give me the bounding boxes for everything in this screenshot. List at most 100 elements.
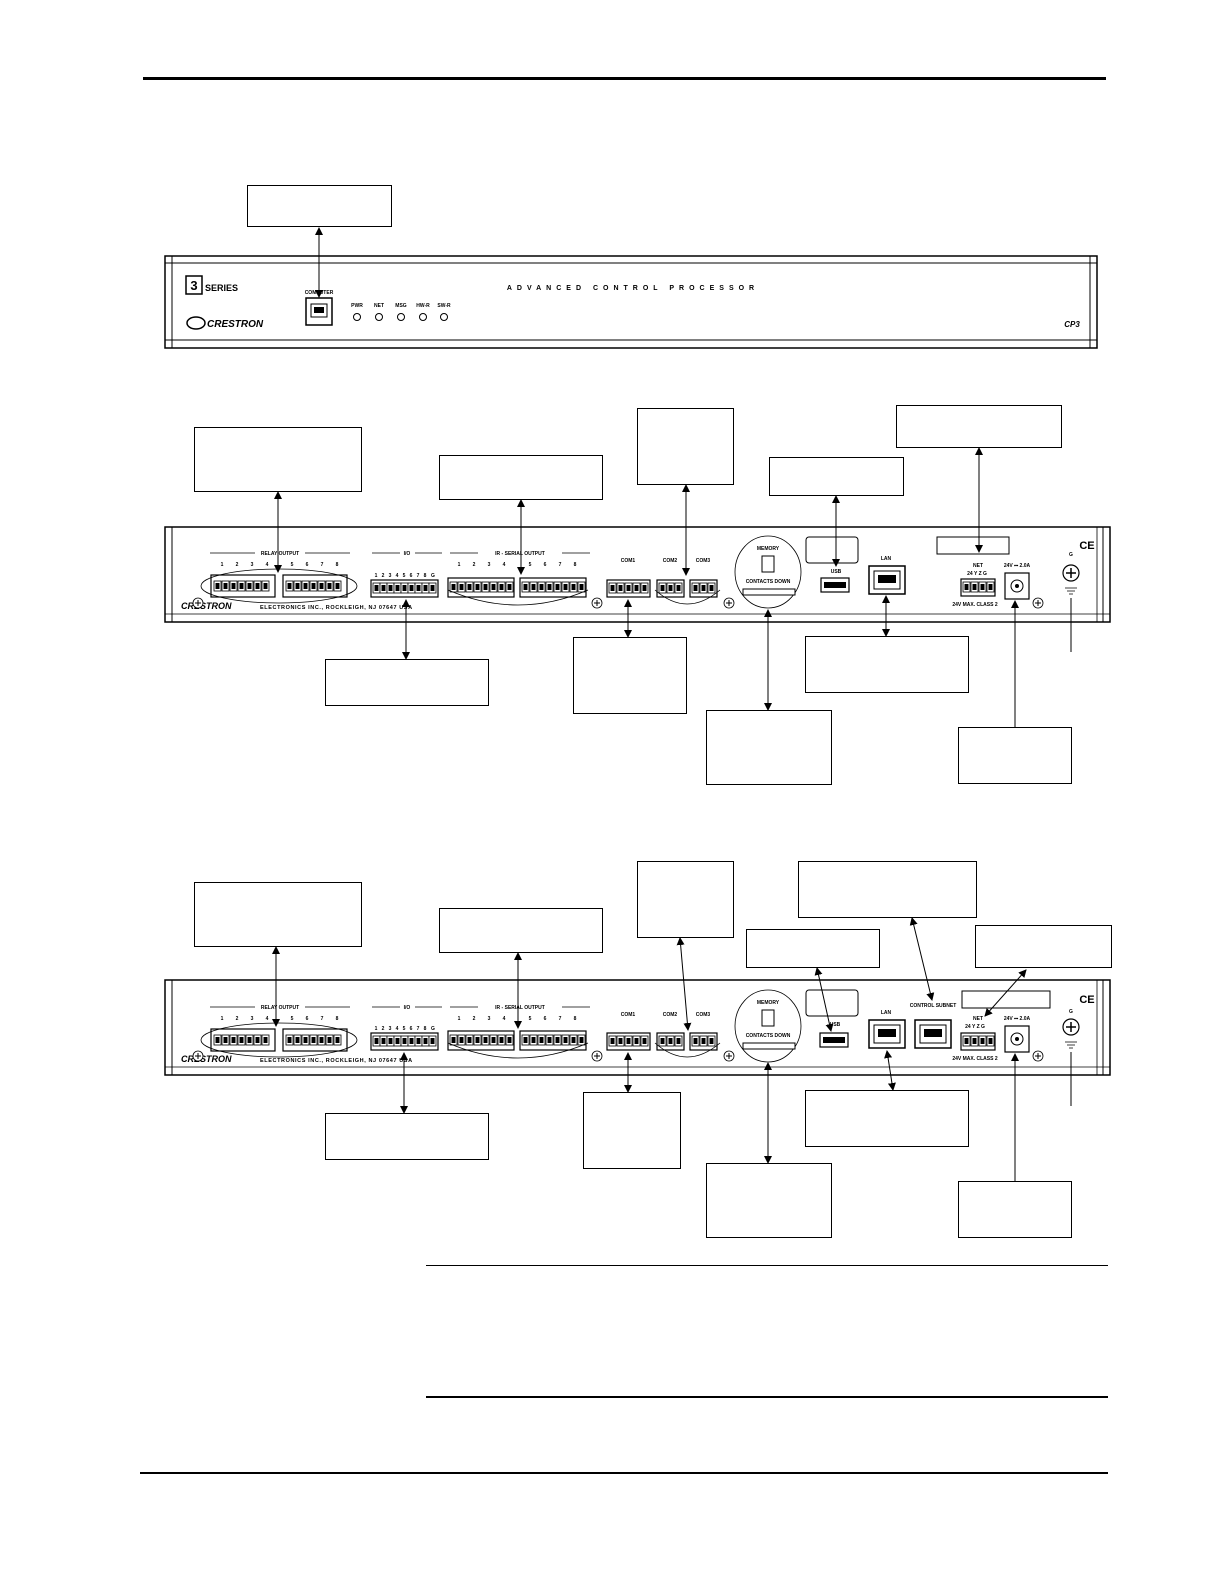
ir-numbers: 1 2 3 4 5 6 7 8 [458,562,577,568]
net-label: NET [973,563,983,569]
lan-label: LAN [881,556,892,562]
ir-number: 6 [544,1016,547,1022]
memory-label: MEMORY [757,1000,780,1006]
front-model: CP3 [1064,320,1080,329]
callout-com1-2 [583,1092,681,1169]
ground-icon [1065,587,1077,595]
contacts-down-label: CONTACTS DOWN [746,1033,791,1039]
svg-text:5: 5 [291,562,294,568]
led-indicator [397,313,405,321]
io-numbers: 1 2 3 4 5 6 7 8 G [375,573,435,579]
front-leds: PWR NET MSG HW-R SW-R [351,303,451,321]
note-top-rule [426,1265,1108,1266]
led-label: NET [374,303,384,309]
ce-mark: CE [1079,540,1094,552]
io-number: 3 [389,1026,392,1032]
relay-output-label: RELAY OUTPUT [261,1005,299,1011]
ir-number: 7 [559,1016,562,1022]
svg-text:6: 6 [544,562,547,568]
ir-number: 2 [473,1016,476,1022]
relay-number: 6 [306,1016,309,1022]
leader-lan-2 [884,1050,896,1091]
mounting-screw [192,1050,1044,1062]
ir-serial-label: IR - SERIAL OUTPUT [495,551,545,557]
relay-number: 3 [251,1016,254,1022]
io-pins [372,582,437,594]
callout-relay-output-1 [194,427,362,492]
manufacturer-text: ELECTRONICS INC., ROCKLEIGH, NJ 07647 US… [260,1058,413,1064]
ground-icon [1065,1041,1077,1049]
relay-number: 4 [266,1016,269,1022]
rear-panel-1: RELAY OUTPUT 1 2 3 4 5 6 7 8 I/O 1 2 3 4 [164,447,1111,727]
net-label-plate [961,990,1051,1009]
com3-label: COM3 [696,558,711,564]
led-indicator [419,313,427,321]
svg-text:6: 6 [410,573,413,579]
header-rule [143,77,1106,80]
io-number: G [431,1026,435,1032]
svg-text:1: 1 [221,562,224,568]
leader-control-subnet-2 [909,917,935,1001]
led-label: SW-R [437,303,451,309]
svg-text:7: 7 [417,573,420,579]
svg-text:4: 4 [266,562,269,568]
svg-text:8: 8 [424,573,427,579]
svg-text:2: 2 [236,562,239,568]
com3-label: COM3 [696,1012,711,1018]
callout-memory-1 [706,710,832,785]
io-number: 5 [403,1026,406,1032]
memory-highlight [734,535,802,609]
leader-net-2 [984,969,1027,1017]
relay-numbers: 1 2 3 4 5 6 7 8 [221,562,339,568]
sd-card-icon [761,1009,775,1027]
com-highlight [654,1042,721,1058]
callout-control-subnet-2 [798,861,977,918]
rear-brand: CRESTRON [181,1054,232,1064]
led-label: HW-R [416,303,430,309]
com1-label: COM1 [621,558,636,564]
svg-text:8: 8 [336,562,339,568]
class-label: 24V MAX. CLASS 2 [952,602,998,608]
computer-usb-port [305,297,333,326]
ir-highlight [447,1042,589,1059]
svg-text:3: 3 [488,562,491,568]
svg-text:8: 8 [574,562,577,568]
callout-power-1 [958,727,1072,784]
callout-usb-1 [769,457,904,496]
relay-number: 1 [221,1016,224,1022]
com-highlight [654,589,721,605]
callout-lan-2 [805,1090,969,1147]
rear-brand: CRESTRON [181,601,232,611]
com2-label: COM2 [663,1012,678,1018]
callout-io-2 [325,1113,489,1160]
svg-text:5: 5 [529,562,532,568]
front-panel: 3 SERIES CRESTRON ADVANCED CONTROL PROCE… [164,227,1098,349]
crestron-logo: CRESTRON [186,316,264,330]
relay-number: 8 [336,1016,339,1022]
footer-rule [140,1472,1108,1474]
svg-text:7: 7 [559,562,562,568]
svg-text:1: 1 [375,573,378,579]
callout-computer-port [247,185,392,227]
leader-usb-2 [814,967,834,1032]
ir-number: 1 [458,1016,461,1022]
svg-text:1: 1 [458,562,461,568]
svg-text:3: 3 [389,573,392,579]
led-label: PWR [351,303,363,309]
io-label: I/O [404,1005,411,1011]
sd-card-icon [761,555,775,573]
svg-text:4: 4 [396,573,399,579]
lan-label: LAN [881,1010,892,1016]
svg-text:2: 2 [382,573,385,579]
callout-ir-serial-2 [439,908,603,953]
svg-text:2: 2 [473,562,476,568]
led-indicator [353,313,361,321]
callout-relay-output-2 [194,882,362,947]
callout-net-1 [896,405,1062,448]
callout-power-2 [958,1181,1072,1238]
control-subnet-label: CONTROL SUBNET [910,1003,957,1009]
net-pins: 24 Y Z G [967,571,987,577]
com2-label: COM2 [663,558,678,564]
memory-slot [742,1042,796,1050]
